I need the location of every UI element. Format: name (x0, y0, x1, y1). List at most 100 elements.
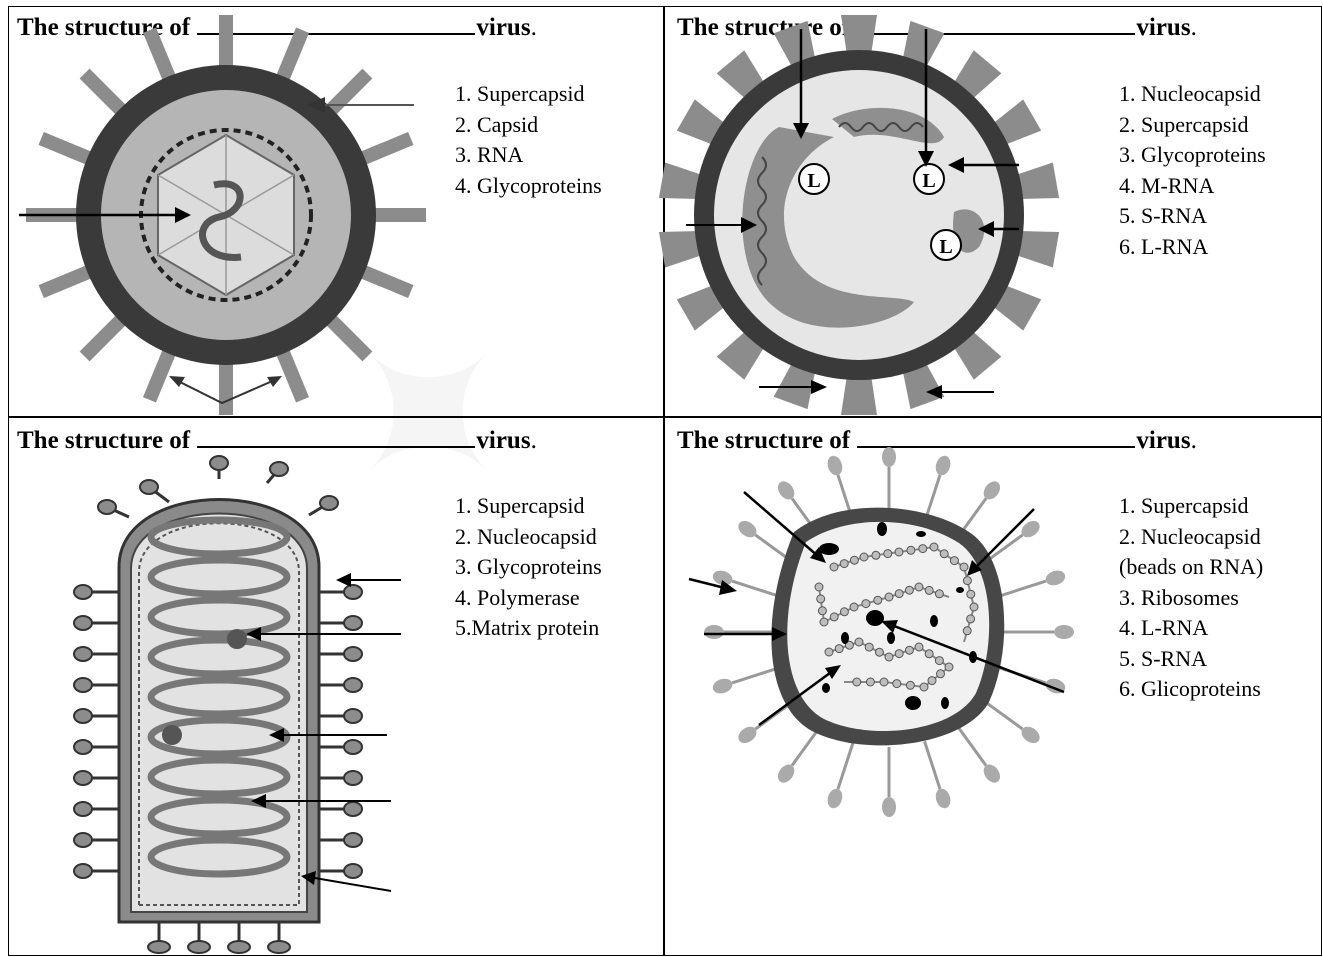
nucleocapsid-bead (860, 553, 868, 561)
glycoprotein-knob (74, 678, 92, 692)
glycoprotein-knob (74, 585, 92, 599)
glycoprotein-knob (344, 616, 362, 630)
glycoprotein-knob (74, 833, 92, 847)
nucleocapsid-bead (874, 596, 882, 604)
glycoprotein-spike (841, 375, 877, 415)
glycoprotein-spike (371, 208, 426, 222)
glycoprotein-knob (344, 864, 362, 878)
nucleocapsid-bead (885, 593, 893, 601)
nucleocapsid-bead (935, 590, 943, 598)
nucleocapsid-bead (850, 556, 858, 564)
glycoprotein-stalk (732, 581, 780, 596)
glycoprotein-stalk (925, 741, 940, 789)
worksheet-table: ✦ The structure of virus. 1. Supercapsid… (8, 6, 1322, 956)
glycoprotein-knob (344, 771, 362, 785)
nucleocapsid-bead (815, 583, 823, 591)
glycoprotein-knob (270, 462, 288, 476)
polymerase (162, 725, 182, 745)
nucleocapsid-bead (907, 546, 915, 554)
glycoprotein-knob (1018, 723, 1042, 746)
nucleocapsid-bead (919, 545, 927, 553)
glycoprotein-spike (219, 360, 233, 415)
nucleocapsid-bead (855, 638, 863, 646)
pointer-arrow (974, 509, 1034, 569)
nucleocapsid-bead (935, 657, 943, 665)
nucleocapsid-bead (820, 618, 828, 626)
glycoprotein-spike (219, 15, 233, 70)
marker-label: L (807, 170, 820, 192)
nucleocapsid-bead (967, 590, 975, 598)
nucleocapsid-bead (895, 650, 903, 658)
glycoprotein-knob (735, 518, 759, 541)
polymerase (227, 629, 247, 649)
glycoprotein-knob (148, 941, 170, 953)
glycoprotein-knob (74, 802, 92, 816)
nucleocapsid-bead (853, 678, 861, 686)
nucleocapsid-bead (915, 583, 923, 591)
glycoprotein-spike (841, 15, 877, 55)
glycoprotein-knob (344, 585, 362, 599)
glycoprotein-knob (825, 787, 844, 810)
nucleocapsid-bead (920, 683, 928, 691)
glycoprotein-knob (775, 478, 798, 502)
glycoprotein-knob (1054, 625, 1074, 639)
glycoprotein-knob (882, 797, 896, 817)
glycoprotein-knob (344, 802, 362, 816)
glycoprotein-knob (344, 740, 362, 754)
glycoprotein-knob (711, 676, 734, 695)
nucleocapsid-bead (835, 645, 843, 653)
panel-3-virus-diagram (9, 417, 663, 957)
nucleocapsid-bead (906, 681, 914, 689)
nucleocapsid-bead (840, 560, 848, 568)
nucleocapsid-bead (880, 678, 888, 686)
pointer-arrow (309, 877, 391, 891)
glycoprotein-knob (74, 709, 92, 723)
nucleocapsid-bead (866, 678, 874, 686)
nucleocapsid-bead (940, 550, 948, 558)
nucleocapsid-bead (925, 586, 933, 594)
glycoprotein-stalk (838, 741, 853, 789)
glycoprotein-stalk (982, 700, 1022, 729)
glycoprotein-knob (188, 941, 210, 953)
glycoprotein-knob (74, 647, 92, 661)
nucleocapsid-bead (967, 615, 975, 623)
marker-label: L (922, 170, 935, 192)
glycoprotein-knob (1044, 568, 1067, 587)
nucleocapsid-bead (825, 648, 833, 656)
glycoprotein-stalk (732, 668, 780, 683)
nucleocapsid-bead (865, 643, 873, 651)
glycoprotein-knob (775, 761, 798, 785)
nucleocapsid-bead (905, 586, 913, 594)
glycoprotein-knob (344, 647, 362, 661)
glycoprotein-knob (344, 709, 362, 723)
glycoprotein-knob (74, 740, 92, 754)
glycoprotein-knob (210, 456, 228, 470)
glycoprotein-stalk (957, 725, 986, 765)
nucleocapsid-bead (925, 650, 933, 658)
nucleocapsid-bead (893, 680, 901, 688)
nucleocapsid-bead (885, 653, 893, 661)
glycoprotein-knob (735, 723, 759, 746)
nucleocapsid-bead (945, 663, 953, 671)
glycoprotein-knob (74, 864, 92, 878)
nucleocapsid-bead (930, 543, 938, 551)
glycoprotein-knob (74, 616, 92, 630)
nucleocapsid-bead (830, 613, 838, 621)
glycoprotein-stalk (998, 581, 1046, 596)
nucleocapsid-bead (970, 603, 978, 611)
glycoprotein-knob (344, 678, 362, 692)
nucleocapsid-bead (905, 646, 913, 654)
glycoprotein-knob (140, 480, 158, 494)
marker-label: L (939, 236, 952, 258)
glycoprotein-knob (882, 447, 896, 467)
panel-4-virus-diagram (664, 417, 1318, 957)
glycoprotein-knob (933, 787, 952, 810)
glycoprotein-knob (933, 454, 952, 477)
nucleocapsid-bead (830, 563, 838, 571)
nucleocapsid-bead (960, 563, 968, 571)
nucleocapsid-bead (963, 577, 971, 585)
nucleocapsid-bead (950, 557, 958, 565)
nucleocapsid-bead (872, 551, 880, 559)
glycoprotein-knob (320, 496, 338, 510)
nucleocapsid-bead (937, 670, 945, 678)
